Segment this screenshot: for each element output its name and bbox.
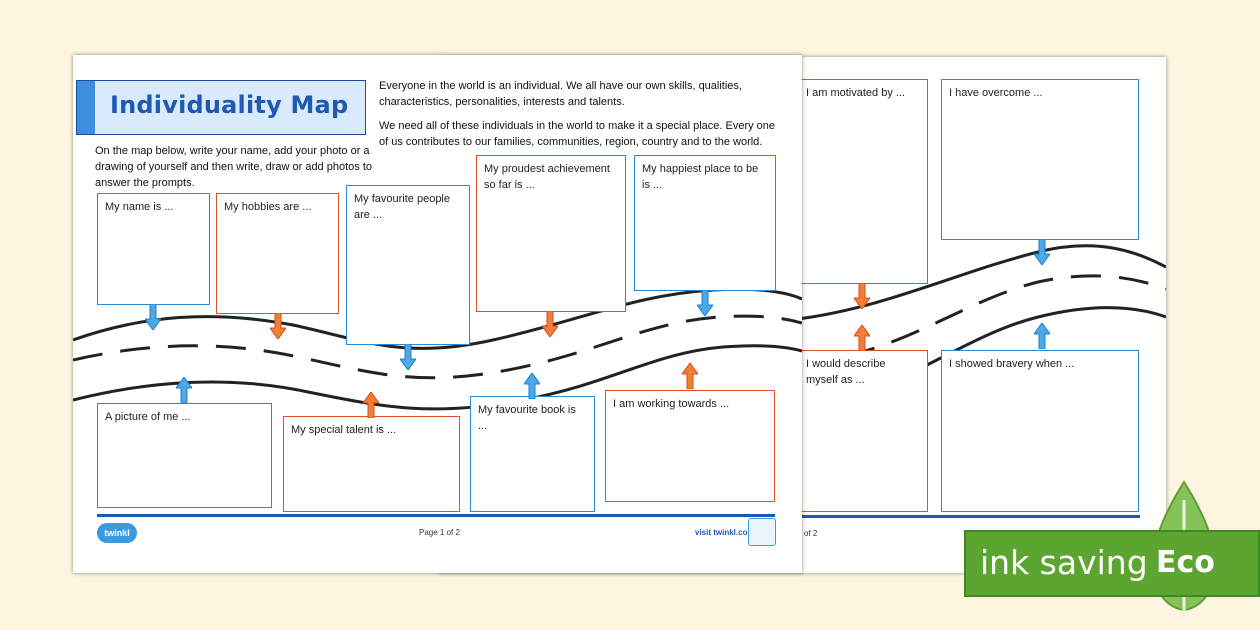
arrow-up-icon <box>682 363 698 389</box>
ink-saving-badge: ink saving <box>964 530 1260 597</box>
prompt-talent-label: My special talent is ... <box>291 424 397 436</box>
intro-paragraph-2: We need all of these individuals in the … <box>379 120 776 148</box>
prompt-describe-label: I would describe myself as ... <box>806 358 886 386</box>
prompt-hobbies-label: My hobbies are ... <box>224 201 312 213</box>
eco-label: Eco <box>1156 545 1215 580</box>
arrow-up-icon <box>524 373 540 399</box>
arrow-down-icon <box>697 290 713 316</box>
prompt-talent-box[interactable]: My special talent is ... <box>283 416 460 512</box>
prompt-name-box[interactable]: My name is ... <box>97 193 210 305</box>
arrow-down-icon <box>854 283 870 309</box>
ink-saving-text: ink saving <box>980 543 1148 582</box>
prompt-overcome-label: I have overcome ... <box>949 87 1043 99</box>
prompt-bravery-label: I showed bravery when ... <box>949 358 1075 370</box>
prompt-describe-box[interactable]: I would describe myself as ... <box>798 350 928 512</box>
page-number: of 2 <box>804 529 818 538</box>
page-title: Individuality Map <box>110 91 349 119</box>
prompt-happiest-box[interactable]: My happiest place to be is ... <box>634 155 776 291</box>
arrow-up-icon <box>1034 323 1050 349</box>
prompt-achievement-label: My proudest achievement so far is ... <box>484 163 610 191</box>
footer-divider <box>97 514 775 517</box>
prompt-working-box[interactable]: I am working towards ... <box>605 390 775 502</box>
website-link[interactable]: visit twinkl.com <box>695 528 755 537</box>
arrow-down-icon <box>542 311 558 337</box>
prompt-overcome-box[interactable]: I have overcome ... <box>941 79 1139 240</box>
prompt-bravery-box[interactable]: I showed bravery when ... <box>941 350 1139 512</box>
arrow-up-icon <box>363 392 379 418</box>
arrow-up-icon <box>854 325 870 351</box>
arrow-down-icon <box>145 304 161 330</box>
prompt-picture-label: A picture of me ... <box>105 411 191 423</box>
prompt-achievement-box[interactable]: My proudest achievement so far is ... <box>476 155 626 312</box>
arrow-up-icon <box>176 377 192 403</box>
prompt-hobbies-box[interactable]: My hobbies are ... <box>216 193 339 314</box>
prompt-happiest-label: My happiest place to be is ... <box>642 163 759 191</box>
prompt-people-box[interactable]: My favourite people are ... <box>346 185 470 345</box>
worksheet-page-1: Individuality Map On the map below, writ… <box>73 55 802 573</box>
intro-paragraph-1: Everyone in the world is an individual. … <box>379 80 742 108</box>
arrow-down-icon <box>400 344 416 370</box>
prompt-people-label: My favourite people are ... <box>354 193 450 221</box>
prompt-motivated-box[interactable]: I am motivated by ... <box>798 79 928 284</box>
arrow-down-icon <box>270 313 286 339</box>
title-banner: Individuality Map <box>76 80 366 135</box>
footer-divider <box>798 515 1140 518</box>
prompt-book-label: My favourite book is ... <box>478 404 576 432</box>
prompt-name-label: My name is ... <box>105 201 174 213</box>
prompt-picture-box[interactable]: A picture of me ... <box>97 403 272 508</box>
twinkl-logo: twinkl <box>97 523 137 543</box>
page-number: Page 1 of 2 <box>419 528 460 537</box>
prompt-working-label: I am working towards ... <box>613 398 730 410</box>
prompt-book-box[interactable]: My favourite book is ... <box>470 396 595 512</box>
prompt-motivated-label: I am motivated by ... <box>806 87 906 99</box>
instructions-text: On the map below, write your name, add y… <box>95 145 372 189</box>
arrow-down-icon <box>1034 239 1050 265</box>
quality-badge-icon <box>748 518 776 546</box>
